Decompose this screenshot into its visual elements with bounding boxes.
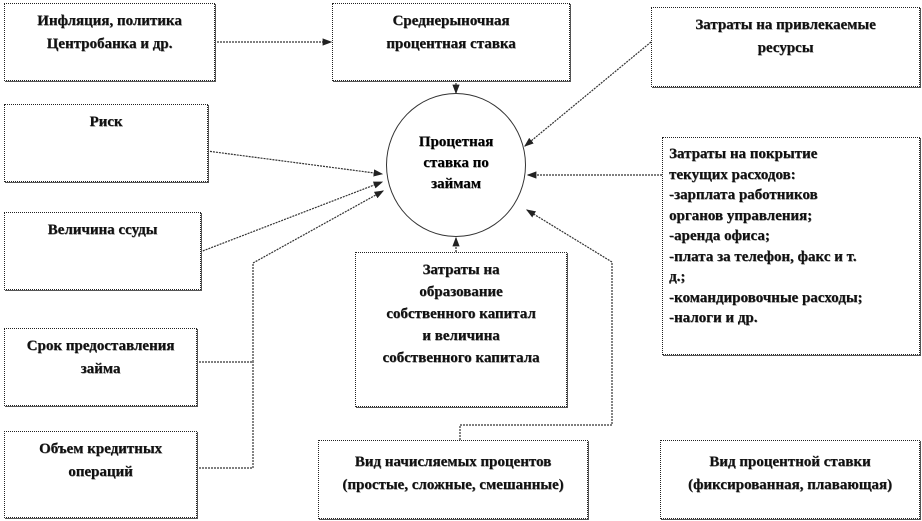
text-line: займам bbox=[430, 176, 481, 192]
box-term: Срок предоставления займа bbox=[4, 328, 197, 406]
box-risk: Риск bbox=[4, 104, 208, 182]
arrow-loan-size bbox=[199, 181, 384, 253]
box-attracted-resources: Затраты на привлекаемые ресурсы bbox=[651, 7, 920, 87]
text-line: -плата за телефон, факс и т. bbox=[669, 248, 857, 265]
text-line: органов управления; bbox=[669, 207, 813, 224]
arrow-risk bbox=[206, 150, 384, 177]
text-line: процентная ставка bbox=[386, 36, 516, 52]
box-current-expenses: Затраты на покрытие текущих расходов: -з… bbox=[662, 137, 920, 355]
text-line: Вид начисляемых процентов bbox=[354, 454, 552, 470]
text-line: -зарплата работников bbox=[669, 187, 818, 203]
text-line: -налоги и др. bbox=[669, 310, 758, 326]
text-line: (фиксированная, плавающая) bbox=[688, 477, 892, 493]
text-line: Величина ссуды bbox=[47, 222, 158, 238]
text-line: Риск bbox=[89, 114, 123, 130]
text-line: Среднерыночная bbox=[392, 13, 510, 29]
box-market-rate: Среднерыночная процентная ставка bbox=[332, 3, 570, 81]
line-volume bbox=[196, 362, 254, 469]
text-line: Вид процентной ставки bbox=[709, 454, 871, 470]
text-line: образование bbox=[419, 284, 503, 300]
box-inflation: Инфляция, политика Центробанка и др. bbox=[4, 3, 215, 81]
text-line: Инфляция, политика bbox=[37, 13, 182, 29]
text-line: Затраты на привлекаемые bbox=[695, 17, 876, 33]
text-line: -командировочные расходы; bbox=[669, 289, 863, 306]
text-line: Процетная bbox=[418, 134, 494, 150]
box-interest-kind: Вид начисляемых процентов (простые, слож… bbox=[318, 440, 588, 519]
text-line: д.; bbox=[669, 269, 686, 285]
text-line: операций bbox=[68, 464, 133, 480]
arrow-term-volume bbox=[196, 190, 385, 363]
text-line: и величина bbox=[422, 328, 500, 344]
center-loan-rate: Процетная ставка по займам bbox=[386, 93, 526, 237]
text-line: займа bbox=[80, 361, 121, 377]
text-line: (простые, сложные, смешанные) bbox=[342, 477, 564, 493]
text-line: собственного капитал bbox=[386, 306, 536, 322]
text-line: Центробанка и др. bbox=[46, 36, 173, 52]
text-line: Объем кредитных bbox=[38, 441, 163, 457]
text-line: собственного капитала bbox=[382, 350, 540, 366]
box-loan-size: Величина ссуды bbox=[4, 212, 201, 290]
box-volume: Объем кредитных операций bbox=[4, 431, 197, 518]
box-equity: Затраты на образование собственного капи… bbox=[355, 252, 567, 407]
text-line: Затраты на покрытие bbox=[669, 146, 818, 162]
text-line: Срок предоставления bbox=[26, 338, 175, 354]
text-line: Затраты на bbox=[422, 262, 500, 278]
box-rate-kind: Вид процентной ставки (фиксированная, пл… bbox=[660, 440, 920, 519]
text-line: -аренда офиса; bbox=[669, 228, 770, 244]
arrow-interest-kind bbox=[459, 209, 613, 440]
text-line: ставка по bbox=[423, 155, 489, 171]
text-line: текущих расходов: bbox=[669, 166, 796, 183]
text-line: ресурсы bbox=[757, 40, 814, 56]
arrow-attracted bbox=[524, 41, 652, 147]
